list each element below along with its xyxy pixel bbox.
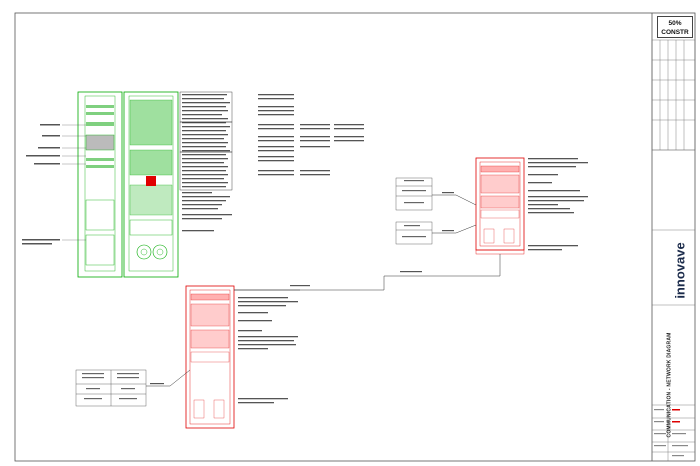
- green-rack-left: [77, 91, 123, 278]
- device-table-lower: [75, 369, 147, 407]
- stamp-percent: 50%: [668, 20, 682, 27]
- hatched-device: [85, 134, 115, 151]
- construction-stamp: 50% CONSTR: [657, 16, 693, 38]
- drawing-border: [14, 12, 696, 462]
- brand-logo: innovave: [670, 240, 690, 300]
- link-backbone: [234, 254, 501, 291]
- title-block-small-marks: [672, 409, 680, 423]
- fan-left: [136, 244, 152, 260]
- link-upper-device: [432, 194, 477, 206]
- link-bottom-table: [146, 369, 191, 387]
- left-callout-text: [22, 124, 60, 245]
- green-rack-lineup: [77, 91, 179, 278]
- brand-name: innovave: [672, 241, 688, 299]
- drawing-title-text: COMMUNICATION - NETWORK DIAGRAM: [666, 332, 673, 438]
- device-table-upper: [395, 177, 433, 245]
- rack-label-boxes: [179, 91, 233, 191]
- rack-label-column: [182, 94, 364, 232]
- drawing-title: COMMUNICATION - NETWORK DIAGRAM: [662, 330, 676, 440]
- link-labels: [150, 192, 454, 385]
- red-rack-right-labels: [528, 158, 588, 251]
- left-callouts: [62, 124, 86, 241]
- red-rack-right: [475, 157, 525, 255]
- link-lower-device: [432, 224, 477, 234]
- title-block-text-marks: [654, 409, 688, 457]
- stamp-label: CONSTR: [661, 29, 689, 36]
- fan-right: [152, 244, 168, 260]
- highlighted-ports: [146, 176, 156, 186]
- red-rack-bottom-labels: [238, 297, 298, 404]
- device-table-text: [82, 180, 426, 400]
- red-rack-bottom: [185, 285, 235, 429]
- network-links: [146, 194, 501, 387]
- green-rack-right: [123, 91, 179, 278]
- revision-table: [651, 39, 696, 461]
